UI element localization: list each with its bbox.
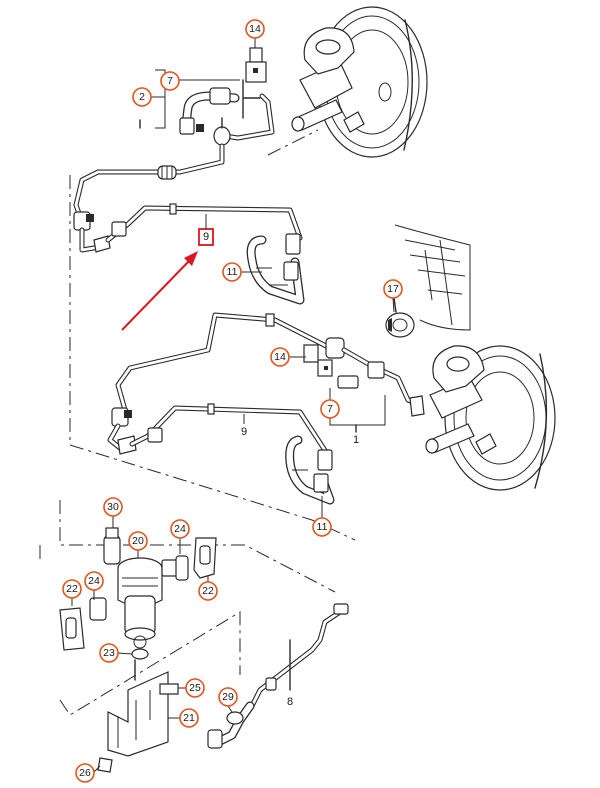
callout-label: 26: [79, 767, 91, 779]
callout-14-lower: 14: [270, 347, 290, 367]
upper-vacuum-line: [73, 143, 305, 305]
plain-label: 9: [241, 426, 247, 438]
callout-label: 29: [222, 691, 234, 703]
callout-25: 25: [185, 678, 205, 698]
plain-label: 1: [353, 434, 359, 446]
callout-14-top: 14: [245, 19, 265, 39]
callout-17: 17: [383, 279, 403, 299]
callout-label: 7: [327, 403, 333, 415]
brake-booster-lower: [425, 345, 556, 491]
callout-label: 24: [174, 523, 186, 535]
upper-valve-assembly: [139, 47, 275, 146]
callout-22-right: 22: [198, 581, 218, 601]
callout-label: 14: [274, 351, 286, 363]
plain-label-8: 8: [287, 696, 293, 708]
highlighted-part-9: 9: [198, 214, 214, 246]
callout-label: 11: [227, 266, 238, 278]
callout-24-right: 24: [170, 519, 190, 539]
callout-7-top: 7: [160, 71, 180, 91]
callout-label: 25: [189, 682, 201, 694]
callout-20: 20: [128, 531, 148, 551]
highlight-label: 9: [203, 231, 209, 243]
callout-label: 30: [107, 501, 119, 513]
callout-29: 29: [218, 687, 238, 707]
callout-30: 30: [103, 497, 123, 517]
red-pointer-arrow: [121, 251, 198, 331]
callout-label: 24: [88, 575, 100, 587]
callout-11-lower: 11: [312, 517, 332, 537]
callout-22-left: 22: [62, 579, 82, 599]
lower-vacuum-line: [107, 312, 425, 505]
callout-2: 2: [132, 87, 152, 107]
callout-label: 23: [103, 647, 115, 659]
body-mount-area: [385, 224, 471, 338]
callout-label: 17: [387, 283, 399, 295]
plain-label-1: 1: [353, 434, 359, 446]
callout-label: 20: [132, 535, 144, 547]
callout-23: 23: [99, 643, 119, 663]
plain-label: 8: [287, 696, 293, 708]
callout-label: 11: [317, 521, 328, 533]
plain-label-9-lower: 9: [241, 414, 247, 438]
vacuum-pump-assembly: [59, 527, 217, 773]
callout-label: 22: [202, 585, 214, 597]
leader-lines: [71, 38, 395, 773]
callout-7-lower: 7: [320, 399, 340, 419]
callout-24-left: 24: [84, 571, 104, 591]
brake-booster-top: [291, 6, 428, 158]
callout-label: 2: [139, 91, 145, 103]
assembly-boundary-lines: [39, 129, 356, 716]
callout-26: 26: [75, 763, 95, 783]
pump-vacuum-line: [207, 603, 349, 749]
callout-label: 14: [249, 23, 261, 35]
callout-label: 21: [183, 712, 195, 724]
callout-11-upper: 11: [222, 262, 242, 282]
callout-21: 21: [179, 708, 199, 728]
callout-label: 7: [167, 75, 173, 87]
callout-label: 22: [66, 583, 78, 595]
